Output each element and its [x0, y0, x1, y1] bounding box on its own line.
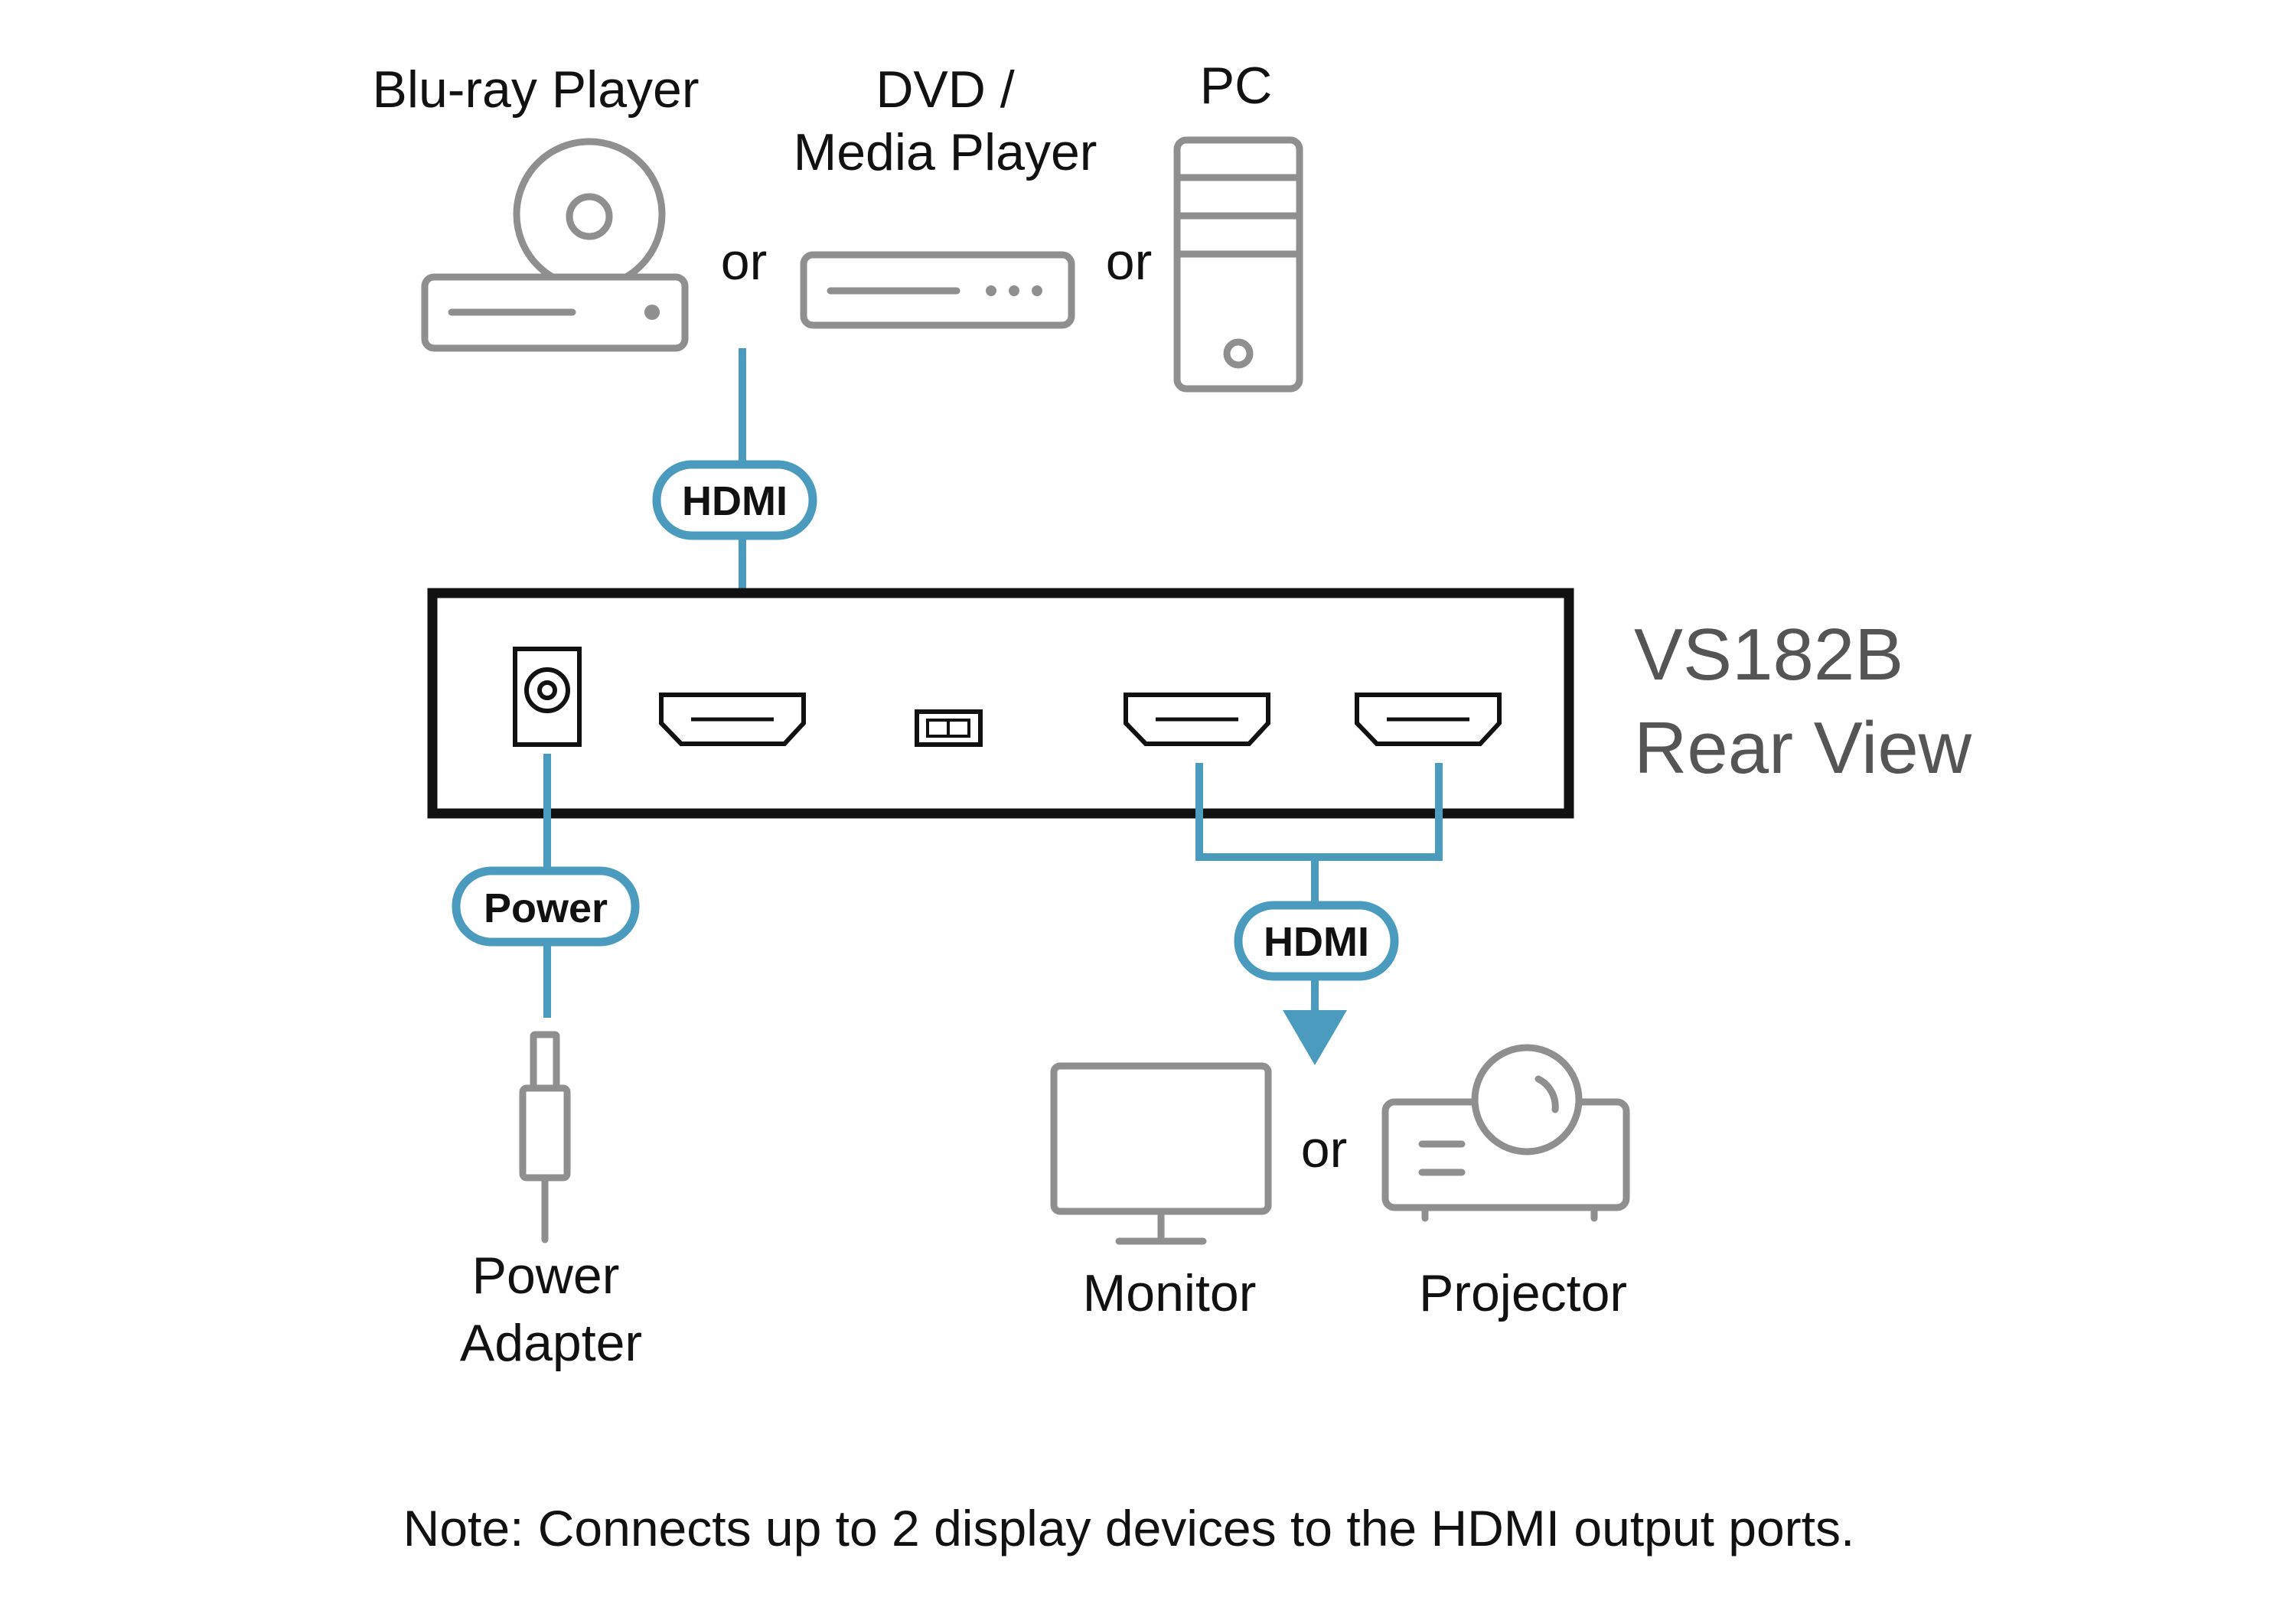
bluray-player-label: Blu-ray Player — [372, 60, 699, 119]
mode-switch — [915, 709, 983, 747]
power-jack-port — [513, 647, 582, 747]
pc-tower-icon — [1173, 136, 1303, 393]
power-adapter-plug-icon — [519, 1031, 571, 1244]
dvd-player-icon — [800, 251, 1075, 329]
power-cable-label: Power — [484, 885, 608, 931]
monitor-label: Monitor — [1083, 1264, 1257, 1322]
hdmi-output-cable: HDMI — [1195, 763, 1443, 1065]
bluray-player-icon — [421, 138, 689, 352]
vs182b-rear-panel — [427, 588, 1574, 819]
hdmi-input-port — [659, 693, 806, 746]
dvd-player-label-line1: DVD / — [876, 60, 1014, 119]
dvd-player-label-line2: Media Player — [794, 123, 1097, 181]
or-label-3: or — [1301, 1120, 1347, 1178]
rear-view-label: Rear View — [1634, 707, 1972, 789]
power-adapter-label-line1: Power — [472, 1247, 620, 1305]
power-cable: Power — [452, 754, 640, 1018]
projector-icon — [1381, 1044, 1630, 1222]
projector-label: Projector — [1419, 1264, 1627, 1322]
monitor-icon — [1050, 1062, 1272, 1245]
note-text: Note: Connects up to 2 display devices t… — [403, 1500, 1855, 1556]
power-adapter-label-line2: Adapter — [460, 1314, 642, 1372]
hdmi-output-port-2 — [1355, 693, 1502, 746]
hdmi-output-port-1 — [1124, 693, 1270, 746]
hdmi-output-label: HDMI — [1264, 919, 1369, 965]
hdmi-input-label: HDMI — [682, 478, 788, 524]
or-label-2: or — [1106, 233, 1152, 291]
or-label-1: or — [721, 233, 767, 291]
pc-label: PC — [1200, 57, 1272, 115]
model-name: VS182B — [1634, 614, 1903, 696]
